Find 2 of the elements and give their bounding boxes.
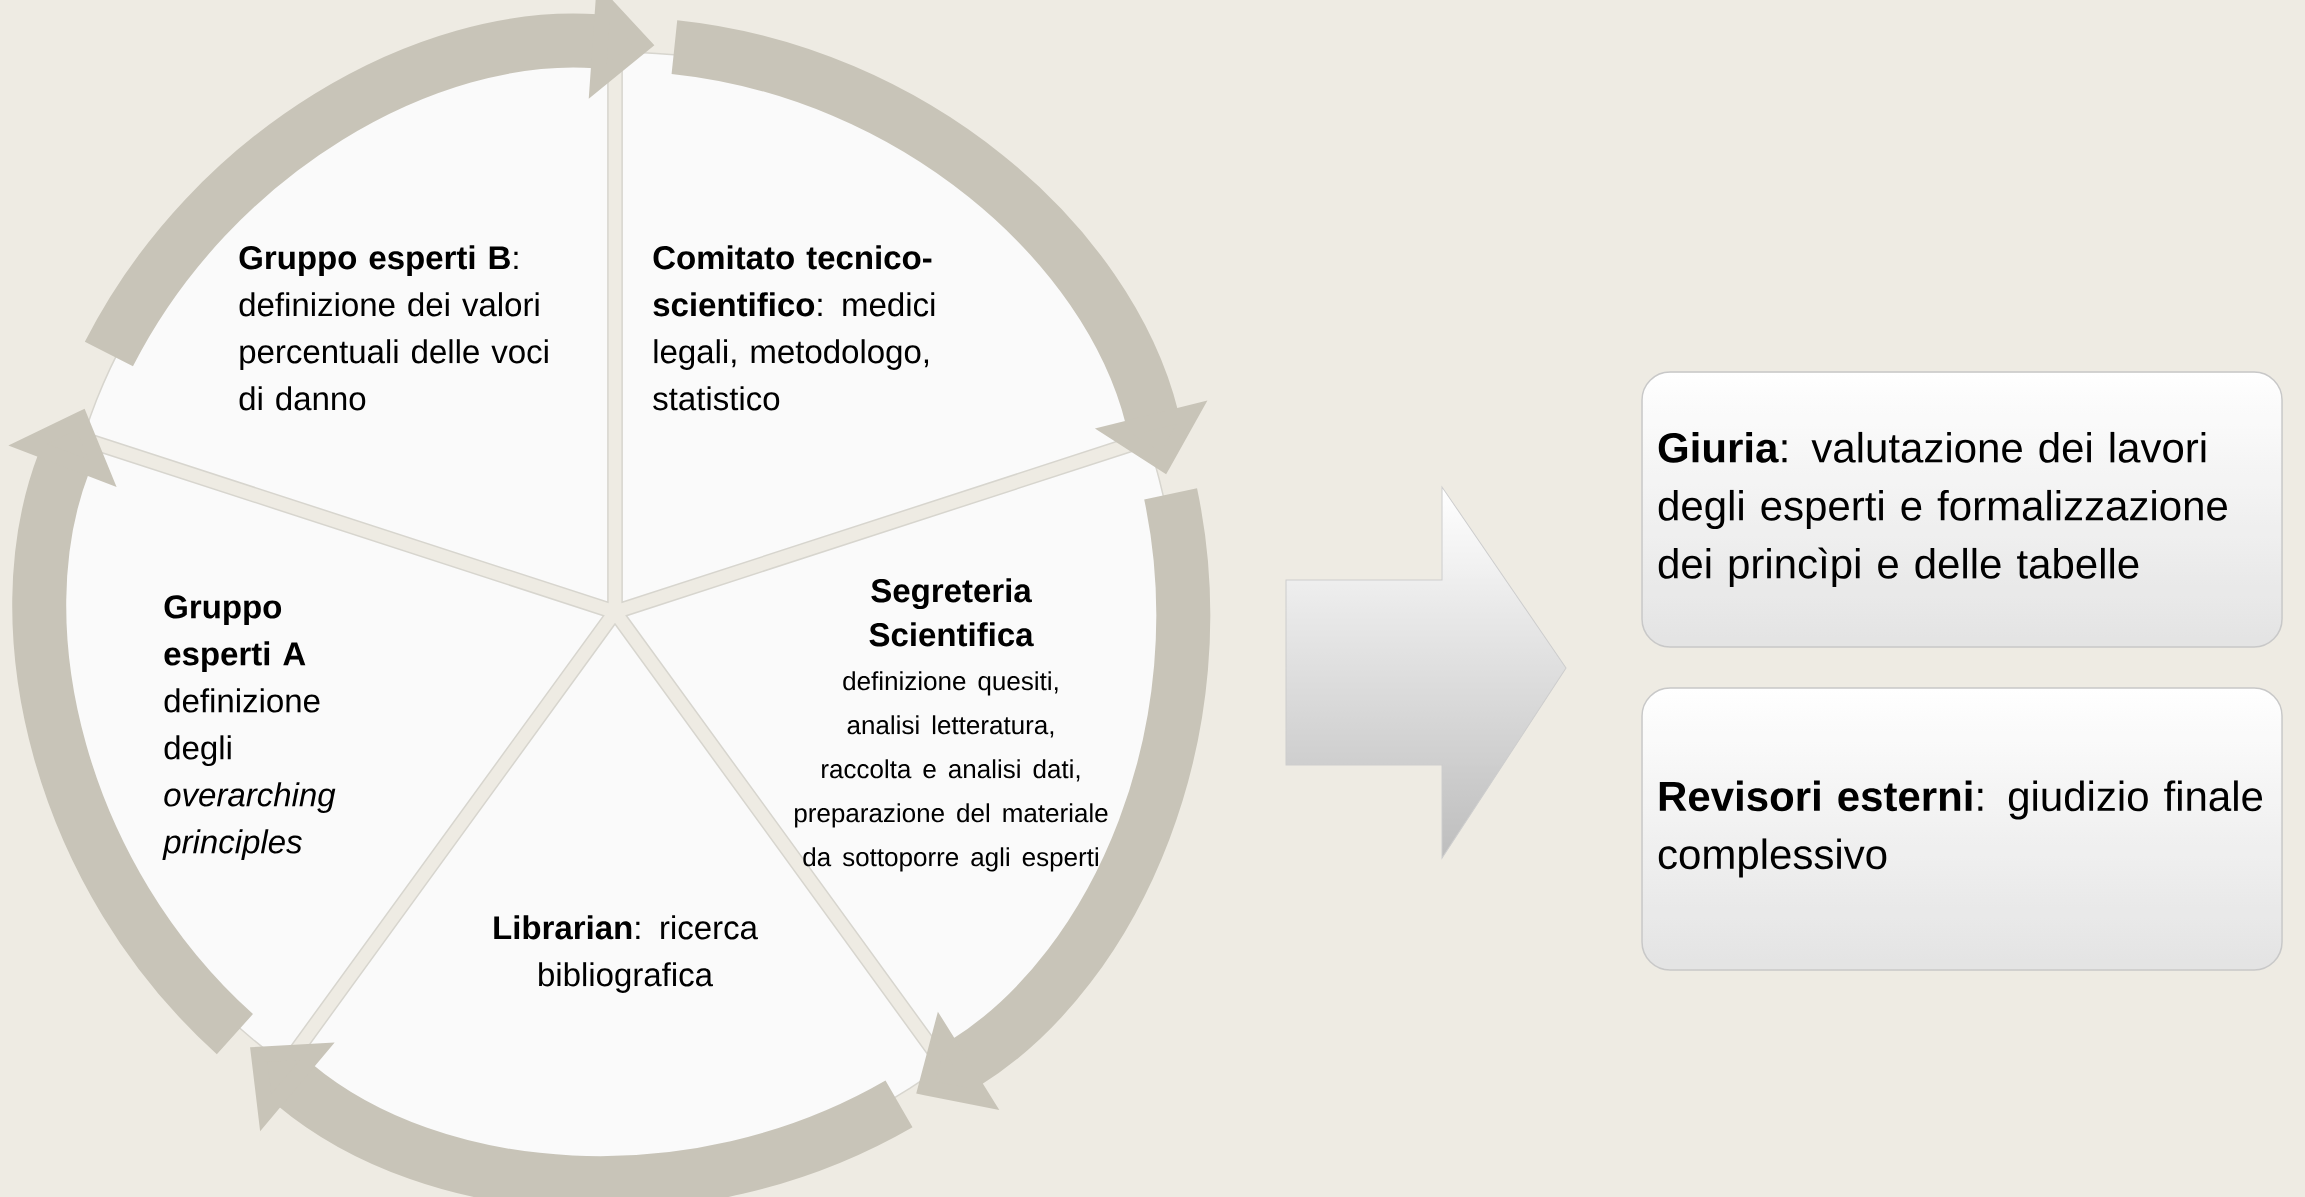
rounded-box: Giuria: valutazione dei lavori degli esperti e formalizzazione dei princìpi e delle tabelle xyxy=(1641,371,2283,648)
rounded-box: Revisori esterni: giudizio finale complessivo xyxy=(1641,687,2283,971)
